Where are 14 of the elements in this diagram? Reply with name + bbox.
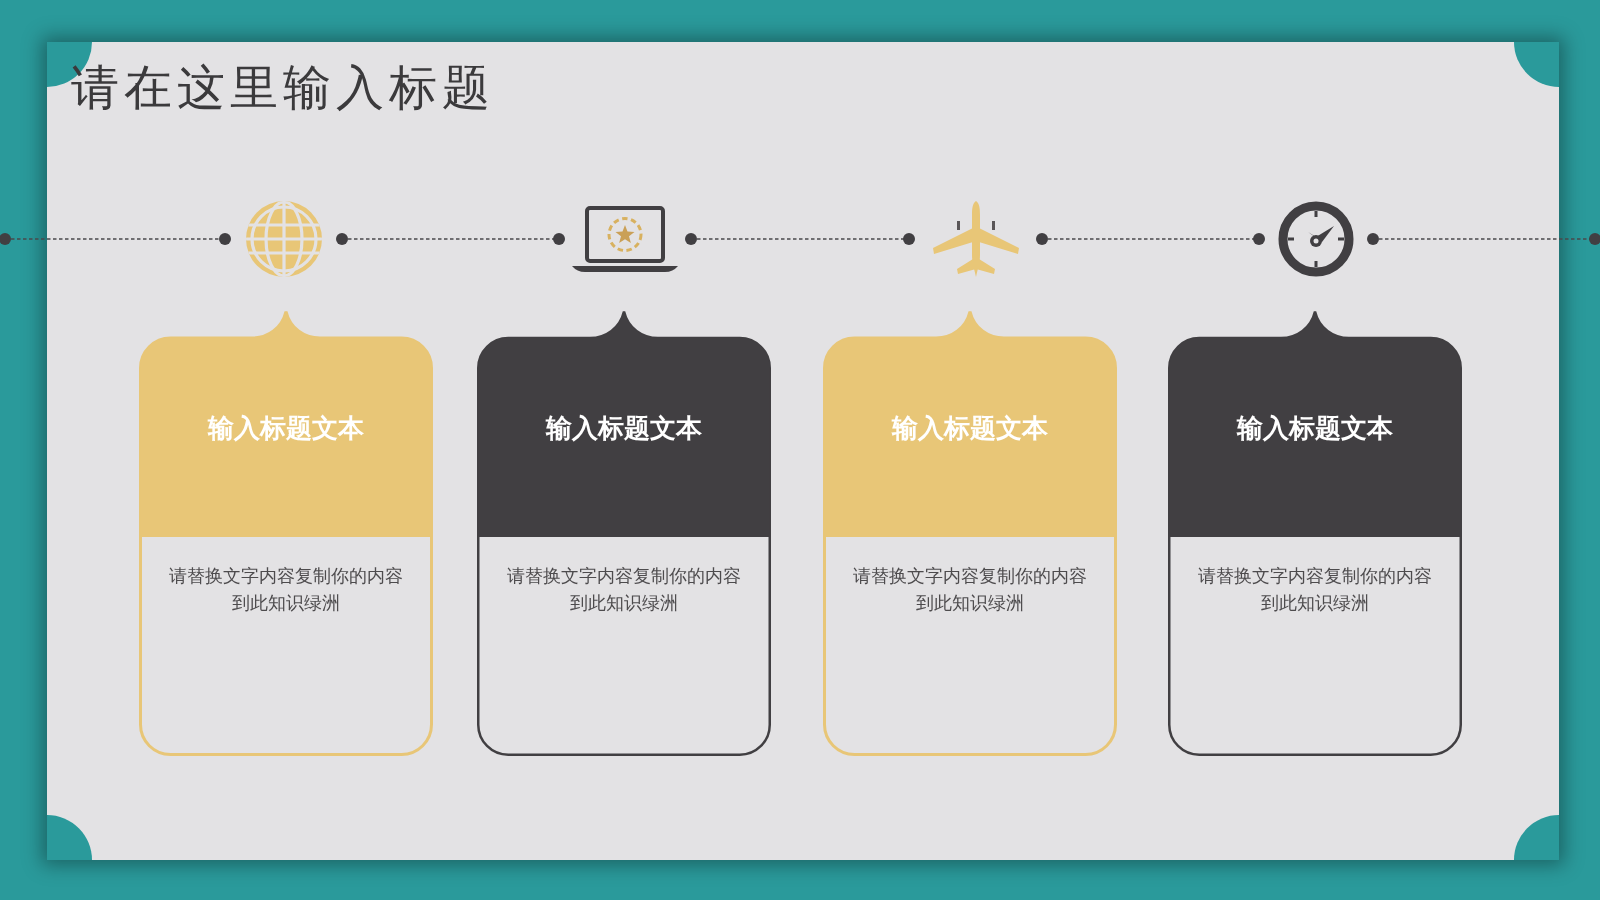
dotted-line: [336, 233, 565, 245]
card-text: 请替换文字内容复制你的内容到此知识绿洲: [506, 564, 742, 615]
card-text: 请替换文字内容复制你的内容到此知识绿洲: [168, 564, 404, 615]
slide-title: 请在这里输入标题: [71, 58, 495, 116]
dotted-line: [685, 233, 915, 245]
card-text: 请替换文字内容复制你的内容到此知识绿洲: [1197, 564, 1433, 615]
card-text: 请替换文字内容复制你的内容到此知识绿洲: [852, 564, 1088, 615]
dotted-line: [1036, 233, 1265, 245]
card-title: 输入标题文本: [1235, 412, 1394, 445]
card-title: 输入标题文本: [544, 412, 703, 445]
dotted-line: [0, 233, 231, 245]
card-title: 输入标题文本: [206, 412, 365, 445]
card-title: 输入标题文本: [890, 412, 1049, 445]
dotted-line: [1367, 233, 1600, 245]
